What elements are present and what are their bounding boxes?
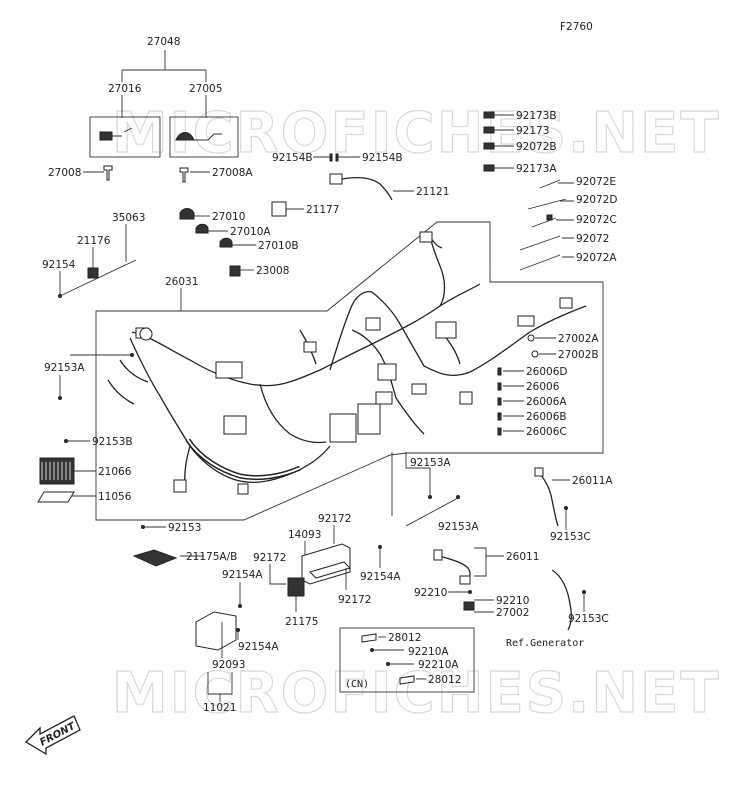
label-23008: 23008 xyxy=(256,265,289,277)
label-92172-b: 92172 xyxy=(253,552,286,564)
relay-21175-shape xyxy=(287,577,305,597)
inset-cn: 28012 92210A 92210A (CN) 28012 xyxy=(339,627,475,693)
group-26011: 92153A 92153A 26011A 92153C 26011 92210 … xyxy=(391,452,613,649)
main-harness-26031: 26031 xyxy=(44,221,604,521)
label-27002: 27002 xyxy=(496,607,529,619)
label-26006B: 26006B xyxy=(526,411,567,423)
label-27010B: 27010B xyxy=(258,240,299,252)
label-27048: 27048 xyxy=(147,36,180,48)
label-92173: 92173 xyxy=(516,125,549,137)
label-92072A: 92072A xyxy=(576,252,617,264)
clip-27008a-icon xyxy=(179,167,189,183)
label-27008: 27008 xyxy=(48,167,81,179)
bracket-92093-shape xyxy=(195,611,237,651)
label-92153A-b: 92153A xyxy=(410,457,451,469)
clamp-27010-shape xyxy=(179,208,195,220)
label-92072B: 92072B xyxy=(516,141,557,153)
sensor-21121-shape xyxy=(329,173,343,185)
label-92154: 92154 xyxy=(42,259,76,271)
label-21175AB: 21175A/B xyxy=(186,551,237,563)
label-92172-a: 92172 xyxy=(318,513,351,525)
label-27016: 27016 xyxy=(108,83,142,95)
label-92173A: 92173A xyxy=(516,163,557,175)
label-21066: 21066 xyxy=(98,466,132,478)
label-21176: 21176 xyxy=(77,235,111,247)
clamp-27016-shape xyxy=(99,131,113,141)
label-92072C: 92072C xyxy=(576,214,617,226)
label-92072D: 92072D xyxy=(576,194,618,206)
label-92093: 92093 xyxy=(212,659,245,671)
label-27005: 27005 xyxy=(189,83,222,95)
label-26006: 26006 xyxy=(526,381,560,393)
watermark-top: MICROFICHES.NET xyxy=(112,101,721,166)
label-92154A-a: 92154A xyxy=(360,571,401,583)
label-92153A-c: 92153A xyxy=(438,521,479,533)
label-92173B: 92173B xyxy=(516,110,557,122)
label-92153A-a: 92153A xyxy=(44,362,85,374)
label-28012-b: 28012 xyxy=(428,674,461,686)
label-27002B: 27002B xyxy=(558,349,599,361)
regulator-21066-shape xyxy=(39,457,75,485)
label-26011A: 26011A xyxy=(572,475,613,487)
label-28012-a: 28012 xyxy=(388,632,421,644)
clip-27008-icon xyxy=(103,165,113,181)
figure-code: F2760 xyxy=(560,21,593,33)
label-26011: 26011 xyxy=(506,551,539,563)
clamp-27005-shape xyxy=(175,132,195,141)
plate-11056-shape xyxy=(37,491,75,503)
label-92154B-a: 92154B xyxy=(272,152,313,164)
label-92153B: 92153B xyxy=(92,436,133,448)
group-27048: 27048 27016 27005 27008 27008A xyxy=(48,36,253,183)
label-92154A-b: 92154A xyxy=(222,569,263,581)
label-27010A: 27010A xyxy=(230,226,271,238)
label-92172-c: 92172 xyxy=(338,594,371,606)
label-92210-a: 92210 xyxy=(414,587,447,599)
label-11056: 11056 xyxy=(98,491,132,503)
group-21066: 92153B 21066 11056 xyxy=(37,436,133,503)
inset-region-label: (CN) xyxy=(345,679,369,690)
label-21177: 21177 xyxy=(306,204,339,216)
label-14093: 14093 xyxy=(288,529,321,541)
label-27002A: 27002A xyxy=(558,333,599,345)
label-26006A: 26006A xyxy=(526,396,567,408)
label-92210-b: 92210 xyxy=(496,595,529,607)
watermark-bottom: MICROFICHES.NET xyxy=(112,661,721,726)
front-arrow: FRONT xyxy=(24,715,81,756)
label-27010: 27010 xyxy=(212,211,245,223)
label-27008A: 27008A xyxy=(212,167,253,179)
label-35063: 35063 xyxy=(112,212,145,224)
label-92210A-b: 92210A xyxy=(418,659,459,671)
label-92153: 92153 xyxy=(168,522,201,534)
label-26031: 26031 xyxy=(165,276,198,288)
bracket-21176-shape xyxy=(87,267,99,279)
fuse-23008-shape xyxy=(229,265,241,277)
label-92153C-a: 92153C xyxy=(550,531,591,543)
label-92072: 92072 xyxy=(576,233,609,245)
label-26006D: 26006D xyxy=(526,366,568,378)
label-92072E: 92072E xyxy=(576,176,616,188)
label-92153C-b: 92153C xyxy=(568,613,609,625)
group-21175: 92153 21175A/B 92172 14093 92154A 92172 … xyxy=(132,513,401,714)
label-92154B-b: 92154B xyxy=(362,152,403,164)
label-26006C: 26006C xyxy=(526,426,567,438)
label-21175: 21175 xyxy=(285,616,318,628)
relay-21177-shape xyxy=(271,201,287,217)
label-92210A-a: 92210A xyxy=(408,646,449,658)
label-21121: 21121 xyxy=(416,186,449,198)
ref-generator-label: Ref.Generator xyxy=(506,638,584,649)
label-11021: 11021 xyxy=(203,702,236,714)
relay-21175ab-shape xyxy=(132,549,178,567)
label-92154A-c: 92154A xyxy=(238,641,279,653)
connector-27002-shape xyxy=(463,601,475,611)
group-left-mid: 35063 21176 92154 27010 27010A 27010B 21… xyxy=(42,201,339,298)
group-ties: 92173B 92173 92072B 92173A 92154B 92154B… xyxy=(272,110,618,271)
